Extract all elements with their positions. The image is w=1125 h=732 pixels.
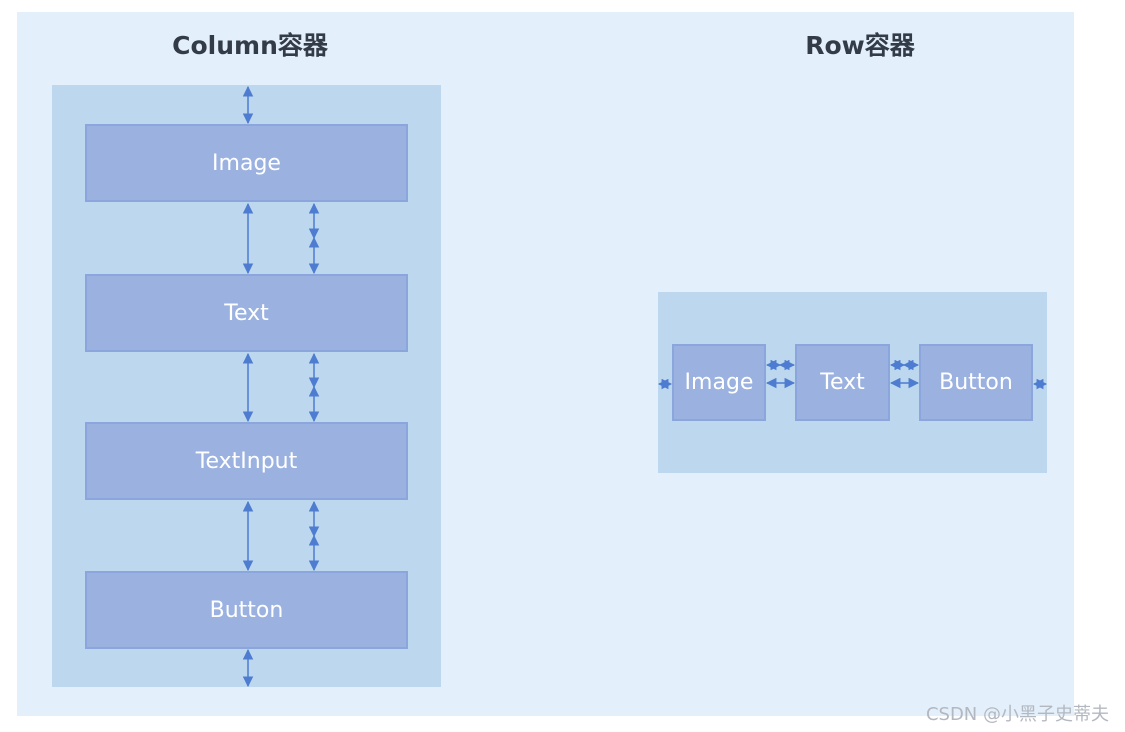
row-item-text: Text xyxy=(795,344,890,421)
column-item-button: Button xyxy=(85,571,408,649)
column-container-title: Column容器 xyxy=(172,31,328,60)
row-item-button: Button xyxy=(919,344,1033,421)
column-item-textinput: TextInput xyxy=(85,422,408,500)
column-item-image: Image xyxy=(85,124,408,202)
row-container-title: Row容器 xyxy=(805,31,915,60)
row-item-image: Image xyxy=(672,344,766,421)
watermark: CSDN @小黑子史蒂夫 xyxy=(925,704,1109,725)
column-item-text: Text xyxy=(85,274,408,352)
